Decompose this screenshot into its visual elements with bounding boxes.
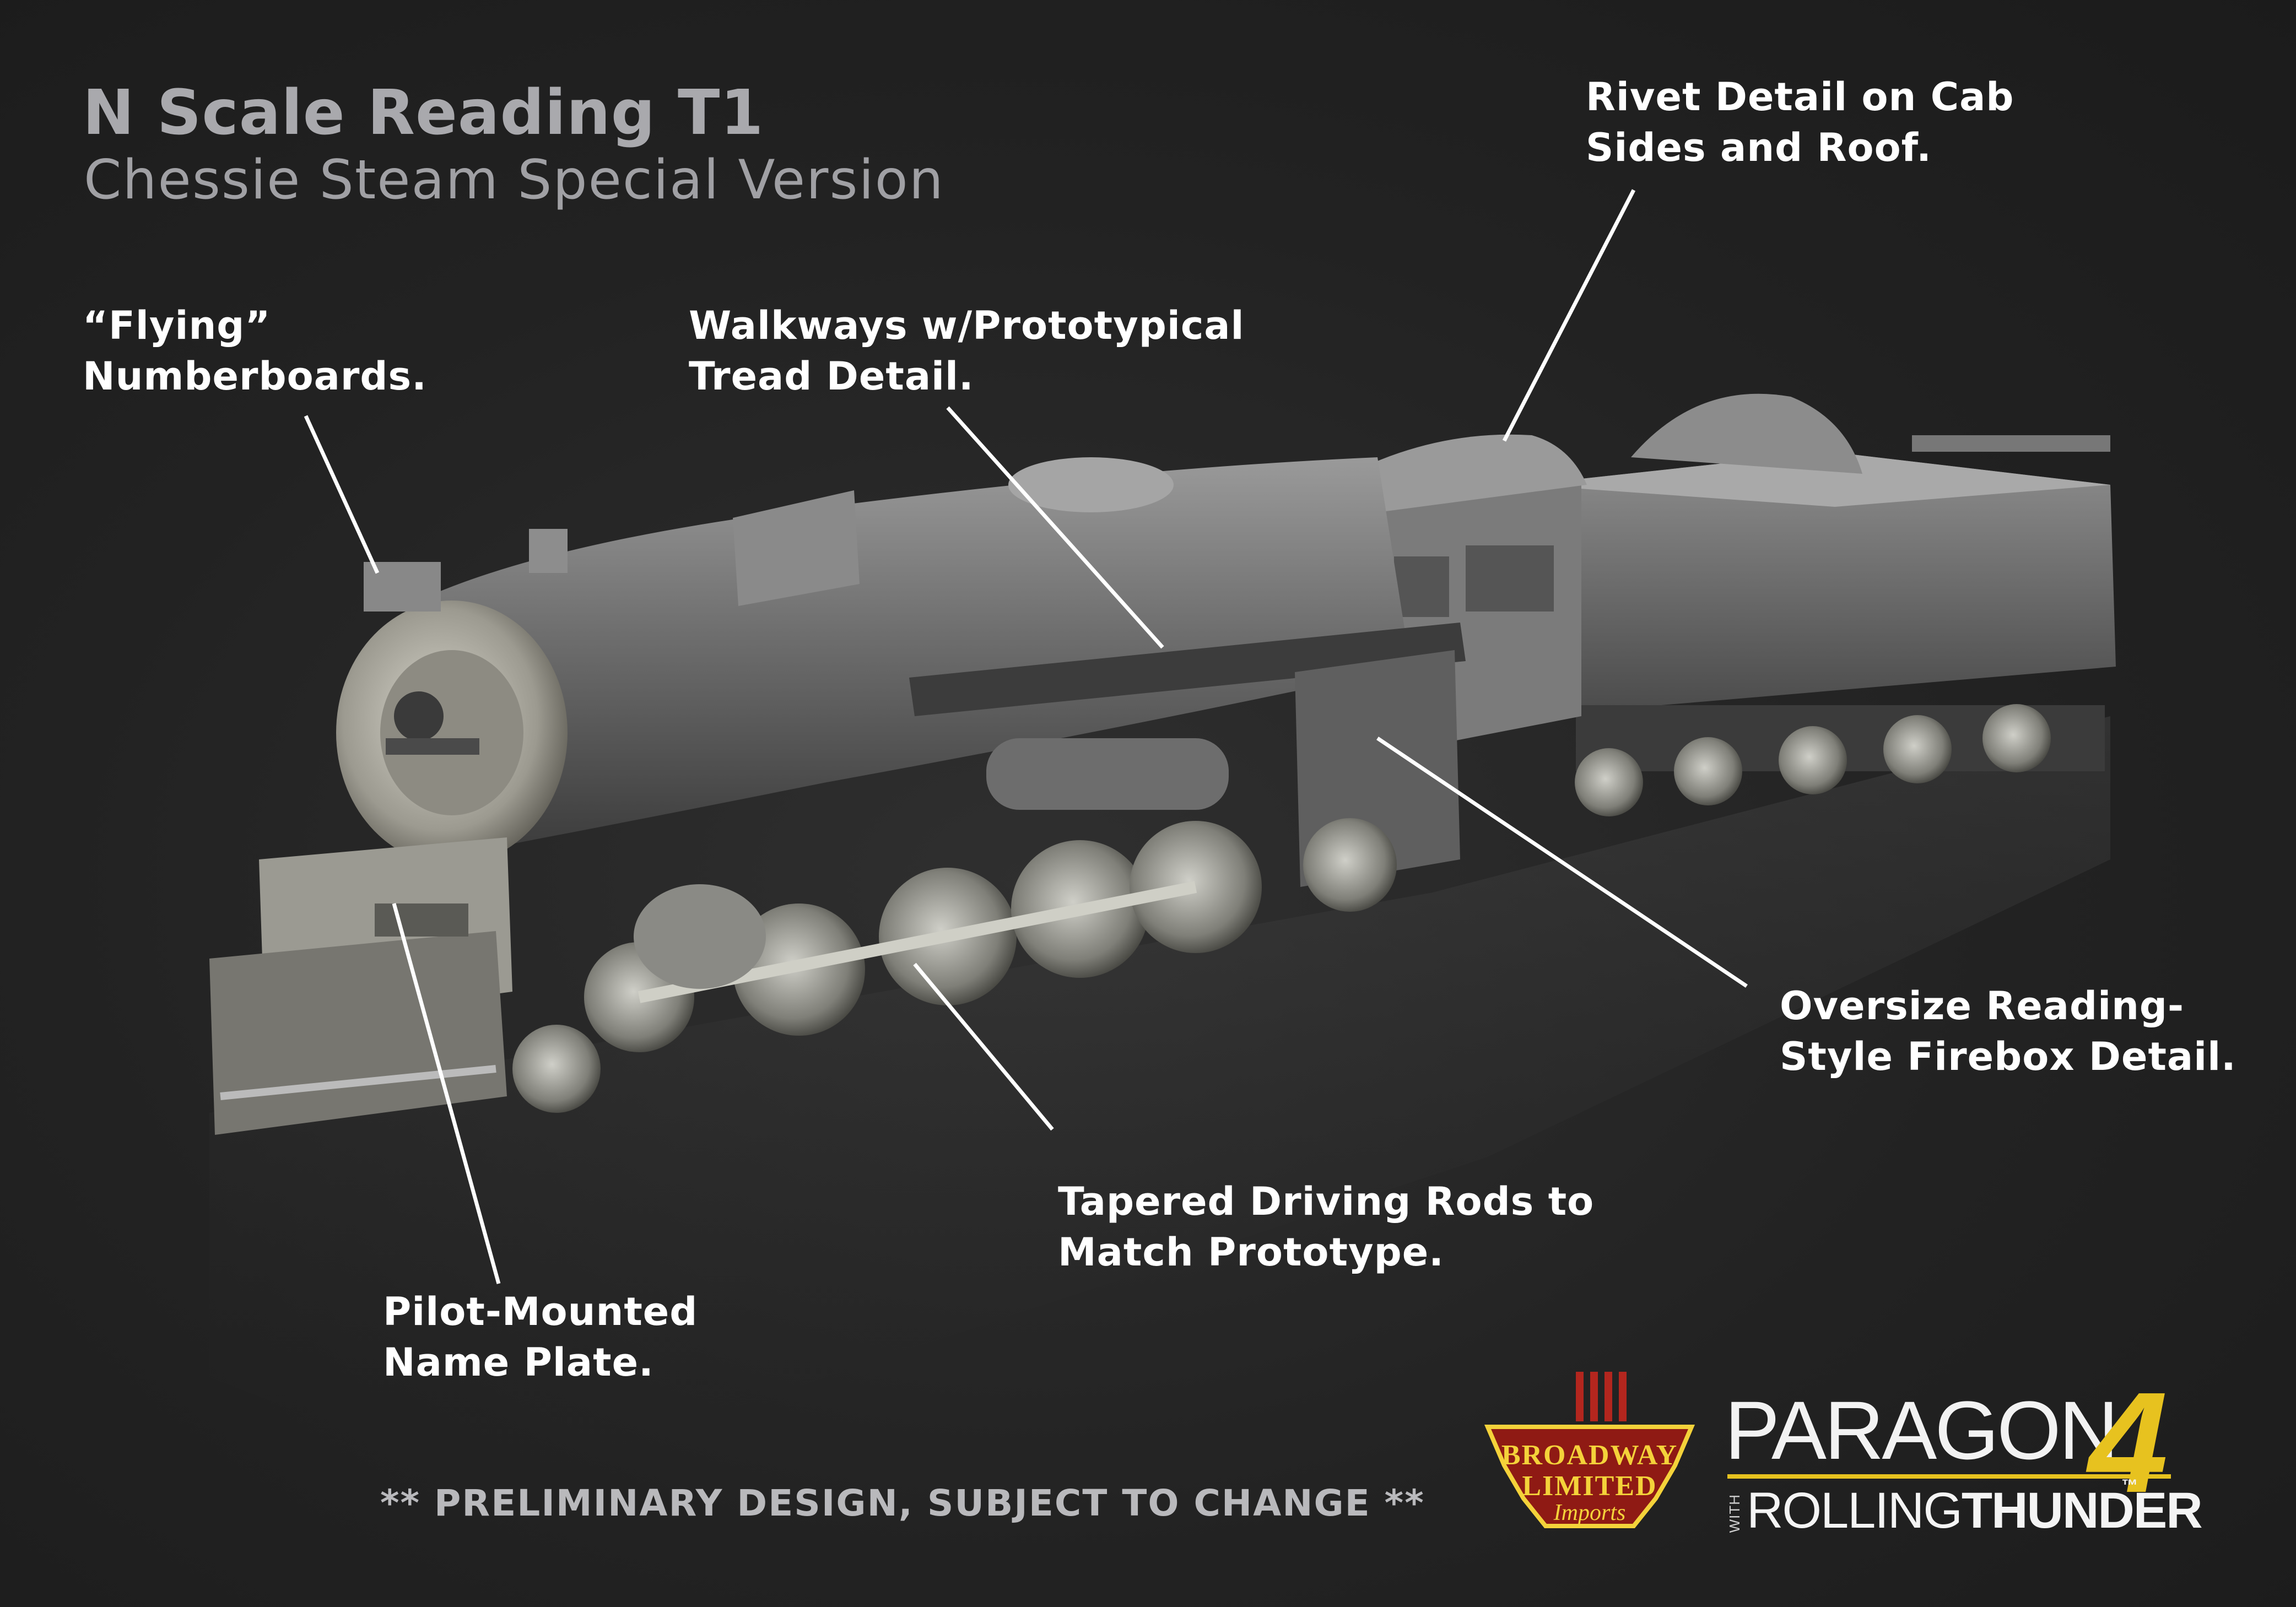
callout-cab-rivets: Rivet Detail on Cab Sides and Roof. xyxy=(1586,72,2014,173)
bli-logo-line2: LIMITED xyxy=(1522,1470,1657,1502)
disclaimer: ** PRELIMINARY DESIGN, SUBJECT TO CHANGE… xyxy=(380,1482,1425,1524)
leader-line-driving-rods xyxy=(913,962,1054,1131)
callout-driving-rods: Tapered Driving Rods to Match Prototype. xyxy=(1058,1176,1594,1278)
trademark-symbol: ™ xyxy=(2121,1476,2138,1495)
callout-line: Pilot-Mounted xyxy=(383,1289,698,1334)
callout-line: Match Prototype. xyxy=(1058,1230,1444,1275)
callout-numberboards: “Flying” Numberboards. xyxy=(83,300,427,402)
callout-line: Style Firebox Detail. xyxy=(1780,1034,2236,1079)
leader-line-walkways xyxy=(946,406,1164,649)
page-title: N Scale Reading T1 xyxy=(83,77,764,149)
running-gear xyxy=(512,738,1397,1113)
callout-line: Walkways w/Prototypical xyxy=(689,303,1245,348)
leader-line-name-plate xyxy=(392,903,501,1284)
page-subtitle: Chessie Steam Special Version xyxy=(84,149,944,212)
pilot xyxy=(209,837,512,1135)
paragon-number: 4 xyxy=(2088,1363,2168,1523)
callout-line: Numberboards. xyxy=(83,354,427,399)
callout-line: Rivet Detail on Cab xyxy=(1586,74,2014,120)
rolling-thunder-wordmark: ROLLINGTHUNDER xyxy=(1747,1482,2203,1540)
callout-firebox: Oversize Reading- Style Firebox Detail. xyxy=(1780,981,2236,1082)
leader-line-firebox xyxy=(1376,737,1748,988)
callout-name-plate: Pilot-Mounted Name Plate. xyxy=(383,1286,698,1388)
tender xyxy=(1526,393,2116,816)
callout-line: Oversize Reading- xyxy=(1780,983,2185,1029)
bli-logo-line1: BROADWAY xyxy=(1501,1440,1678,1471)
paragon-wordmark: PARAGON xyxy=(1725,1384,2119,1476)
smokebox xyxy=(336,562,568,865)
callout-line: Tread Detail. xyxy=(689,354,974,399)
callout-line: Sides and Roof. xyxy=(1586,125,1932,170)
paragon-with: WITH xyxy=(1726,1494,1743,1533)
boiler xyxy=(419,457,1466,887)
callout-line: Name Plate. xyxy=(383,1340,654,1385)
bli-logo xyxy=(1484,1372,1695,1528)
rolling-text: ROLLING xyxy=(1747,1482,1963,1539)
bli-logo-line3: Imports xyxy=(1553,1500,1626,1525)
callout-walkways: Walkways w/Prototypical Tread Detail. xyxy=(689,300,1245,402)
leader-line-cab xyxy=(1502,189,1636,442)
thunder-text: THUNDER xyxy=(1961,1482,2203,1539)
leader-line-numberboards xyxy=(304,415,380,574)
callout-line: Tapered Driving Rods to xyxy=(1058,1179,1595,1224)
callout-line: “Flying” xyxy=(83,303,271,348)
